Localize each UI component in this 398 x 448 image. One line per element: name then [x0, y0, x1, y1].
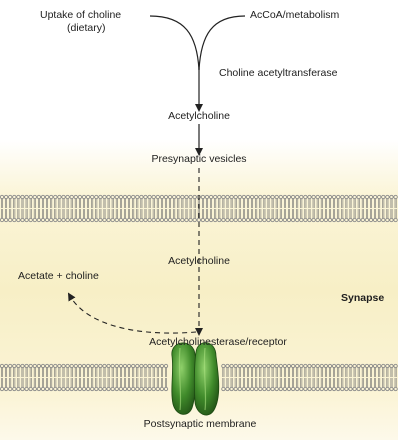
uptake-label: Uptake of choline	[40, 9, 121, 21]
acetylcholine-cleft-label: Acetylcholine	[168, 255, 230, 267]
synapse-label: Synapse	[341, 292, 384, 304]
postsynaptic-membrane-label: Postsynaptic membrane	[144, 418, 257, 430]
acoa-curve	[199, 16, 245, 70]
esterase-label: Acetylcholinesterase/receptor	[149, 336, 287, 348]
uptake-curve	[150, 16, 199, 70]
presynaptic-vesicles-label: Presynaptic vesicles	[151, 153, 246, 165]
products-label: Acetate + choline	[18, 270, 99, 282]
enzyme-label: Choline acetyltransferase	[219, 67, 337, 79]
uptake-sub-label: (dietary)	[67, 22, 106, 34]
receptor-icon	[172, 343, 219, 415]
acetylcholine-top-label: Acetylcholine	[168, 110, 230, 122]
acoa-label: AcCoA/metabolism	[250, 9, 339, 21]
